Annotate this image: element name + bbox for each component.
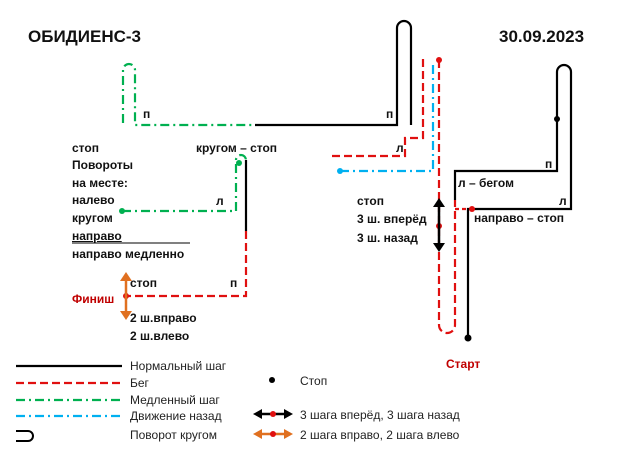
legend-center-dot (270, 431, 276, 437)
date-label: 30.09.2023 (499, 27, 585, 46)
turn-left-label: налево (72, 193, 115, 207)
turn-label-p4: п (545, 157, 553, 171)
page-title: ОБИДИЕНС-3 (28, 27, 141, 46)
arrow-head-left-icon (253, 429, 262, 439)
turn-label-l2: л (396, 141, 404, 155)
about-turn-stop-label: кругом – стоп (196, 141, 278, 155)
left-run-label: л – бегом (458, 176, 514, 190)
legend-slow-label: Медленный шаг (130, 393, 220, 407)
turn-label-l4: л (559, 194, 567, 208)
stop-dot (337, 168, 343, 174)
turn-label-p3: п (230, 276, 238, 290)
arrow-head-left-icon (253, 409, 262, 419)
stop-dot (554, 116, 560, 122)
run-path-top-middle (332, 56, 425, 158)
stop-label: стоп (72, 141, 99, 155)
turn-label-p2: п (386, 107, 394, 121)
finish-label: Финиш (72, 292, 115, 306)
legend-stop-label: Стоп (300, 374, 328, 388)
normal-walk-path-right (453, 63, 573, 338)
turns-heading-2: на месте: (72, 176, 128, 190)
normal-walk-path-top (255, 19, 413, 127)
slow-walk-path-lower (122, 153, 248, 213)
turn-label-p1: п (143, 107, 151, 121)
turn-label-l1: л (216, 194, 224, 208)
stop-label-finish: стоп (130, 276, 157, 290)
legend-side-label: 2 шага вправо, 2 шага влево (300, 428, 460, 442)
three-back-label: 3 ш. назад (357, 231, 418, 245)
legend-turn-icon (16, 430, 34, 442)
legend-turn-label: Поворот кругом (130, 428, 217, 442)
stop-label-middle: стоп (357, 194, 384, 208)
turn-right-label: направо (72, 229, 122, 243)
legend-normal-label: Нормальный шаг (130, 359, 227, 373)
stop-dot (469, 206, 475, 212)
start-dot (464, 334, 472, 342)
arrow-head-right-icon (284, 429, 293, 439)
legend-back-label: Движение назад (130, 409, 222, 423)
start-label: Старт (446, 357, 481, 371)
legend-stop-dot (269, 377, 275, 383)
stop-dot (436, 57, 442, 63)
steps-left-label: 2 ш.влево (130, 329, 190, 343)
legend-fwd-back-label: 3 шага вперёд, 3 шага назад (300, 408, 460, 422)
arrow-head-right-icon (284, 409, 293, 419)
run-path-start-loop (437, 60, 457, 335)
arrow-head-down-icon (120, 311, 132, 320)
arrow-head-down-icon (433, 243, 445, 252)
steps-right-label: 2 ш.вправо (130, 311, 197, 325)
legend-center-dot (270, 411, 276, 417)
turn-right-slow-label: направо медленно (72, 247, 185, 261)
legend-run-label: Бег (130, 376, 149, 390)
back-walk-path (340, 62, 435, 173)
turns-heading: Повороты (72, 158, 133, 172)
arrow-head-up-icon (120, 272, 132, 281)
run-path-finish (126, 231, 248, 298)
slow-walk-path-upper (121, 62, 255, 127)
stop-dot (236, 160, 242, 166)
right-stop-label: направо – стоп (474, 211, 565, 225)
stop-dot (119, 208, 125, 214)
turn-around-label: кругом (72, 211, 113, 225)
three-forward-label: 3 ш. вперёд (357, 212, 427, 226)
arrow-head-up-icon (433, 198, 445, 207)
